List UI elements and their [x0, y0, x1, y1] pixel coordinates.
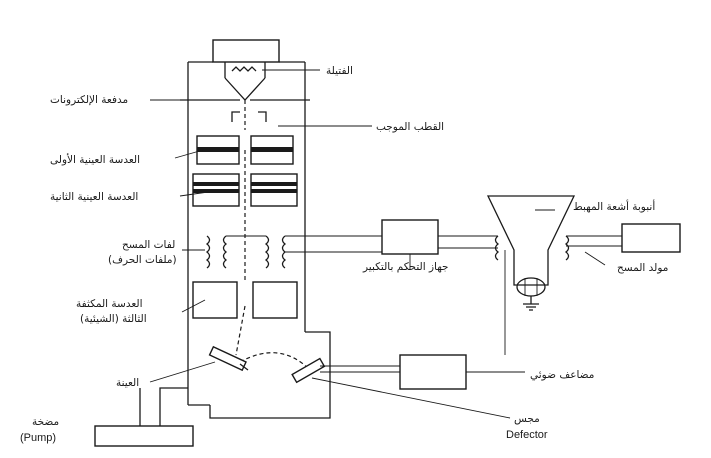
- label-anode: القطب الموجب: [376, 121, 444, 133]
- coil-icon: [264, 235, 270, 269]
- label-pump-ar: مضخة: [32, 416, 59, 428]
- magnification-control-box: [381, 219, 498, 270]
- microscope-column: [180, 61, 331, 419]
- filament-zigzag-icon: [231, 66, 257, 72]
- coil-icon: [494, 235, 500, 261]
- label-third-lens: العدسة المكثفة: [76, 298, 143, 310]
- photomultiplier-box: [399, 354, 525, 390]
- label-detector-ar: مجس: [514, 413, 540, 425]
- label-detector-en: Defector: [506, 429, 548, 441]
- label-second-lens: العدسة العينية الثانية: [50, 191, 138, 203]
- label-scan-generator: مولد المسح: [617, 262, 668, 274]
- filament-assembly: [212, 39, 320, 101]
- label-scan-coils-sub: (ملفات الحرف): [108, 254, 177, 266]
- labels: الفتيلة مدفعة الإلكترونات القطب الموجب ا…: [20, 65, 668, 444]
- pump-piping: [94, 387, 194, 447]
- detector: [291, 357, 511, 419]
- second-condenser-lens: [192, 173, 298, 207]
- ground-symbol-icon: [523, 296, 539, 311]
- label-electron-gun: مدفعة الإلكترونات: [50, 94, 128, 106]
- label-crt: أنبوبة أشعة المهبط: [573, 199, 655, 213]
- anode-shape: [231, 111, 240, 122]
- electron-beam: [235, 100, 311, 371]
- objective-lens: [192, 281, 298, 319]
- label-specimen: العينة: [116, 377, 139, 389]
- scan-coils: [205, 235, 382, 269]
- coil-icon: [281, 235, 287, 269]
- specimen-holder: [208, 345, 249, 372]
- label-filament: الفتيلة: [326, 65, 353, 77]
- coil-icon: [564, 235, 570, 261]
- label-photomultiplier: مضاعف ضوئي: [530, 369, 594, 381]
- crt-tube: [486, 195, 622, 355]
- label-third-lens-sub: الثالثة (الشيئية): [80, 313, 147, 325]
- label-first-lens: العدسة العينية الأولى: [50, 153, 140, 166]
- label-pump-en: (Pump): [20, 432, 56, 444]
- label-scan-coils: لفات المسح: [122, 239, 175, 251]
- coil-icon: [205, 235, 211, 269]
- coil-icon: [222, 235, 228, 269]
- leader-lines: [149, 125, 606, 383]
- label-control-unit: جهاز التحكم بالتكبير: [362, 261, 449, 273]
- scan-generator-box: [621, 223, 681, 253]
